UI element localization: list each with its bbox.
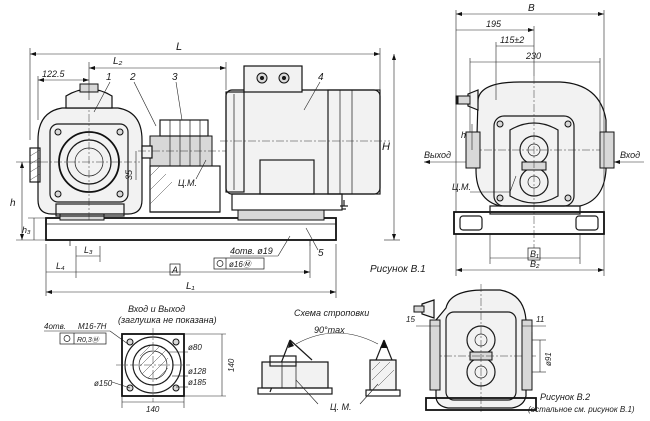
flange-holes-label: 4отв. — [44, 322, 66, 331]
callout-3: 3 — [172, 72, 178, 83]
figure-b1-caption: Рисунок В.1 — [370, 264, 426, 275]
side-base — [453, 211, 605, 235]
b2-dim-15: 15 — [406, 315, 415, 324]
callout-1: 1 — [106, 72, 112, 83]
side-inlet-label: Вход — [620, 150, 640, 160]
sling-angle: 90°max — [314, 325, 345, 335]
b2-caption-1: Рисунок В.2 — [540, 392, 590, 402]
dim-L-label: L — [176, 41, 182, 53]
flange-d185: ø185 — [188, 378, 207, 387]
b2-caption-2: (остальное см. рисунок В.1) — [528, 405, 635, 414]
flange-title-1: Вход и Выход — [128, 304, 185, 314]
side-outlet-label: Выход — [424, 150, 451, 160]
dim-h3-label: h₃ — [22, 225, 31, 235]
dim-L2-label: L₂ — [113, 56, 123, 67]
sling-title: Схема строповки — [294, 308, 369, 318]
b2-dim-11: 11 — [536, 315, 544, 324]
pump-housing — [37, 107, 143, 215]
flange-view: Вход и Выход (заглушка не показана) 4отв… — [44, 304, 236, 414]
side-view: B 195 115±2 230 h Выход Вход Ц.М. — [424, 3, 644, 276]
sling-scheme: Схема строповки 90°max Ц. М. — [257, 308, 401, 412]
flange-d150: ø150 — [94, 379, 113, 388]
terminal-box — [243, 65, 303, 93]
b2-housing — [435, 289, 527, 409]
callout-2: 2 — [129, 72, 136, 83]
dim-122-label: 122.5 — [42, 69, 66, 79]
side-dim-B: B — [528, 3, 535, 14]
motor-body — [225, 89, 381, 195]
side-dim-115: 115±2 — [500, 35, 524, 45]
flange-dim-140-v: 140 — [227, 358, 236, 372]
side-dim-230: 230 — [525, 51, 541, 61]
side-dim-h: h — [461, 130, 466, 140]
side-dim-195: 195 — [486, 19, 502, 29]
side-dim-B1: B₁ — [530, 249, 539, 259]
fig-b2-view: 15 11 ø91 Рисунок В.2 (остальное см. рис… — [406, 284, 635, 414]
base-frame — [45, 217, 337, 241]
flange-dim-140-h: 140 — [146, 405, 160, 414]
dim-L3-label: L₃ — [84, 245, 93, 255]
dim-h-label: h — [10, 198, 16, 209]
front-holes-tol: ø16Ⓜ — [229, 260, 253, 269]
dim-L1-label: L₁ — [186, 281, 195, 292]
flange-title-2: (заглушка не показана) — [118, 315, 217, 325]
dim-L4-label: L₄ — [56, 261, 65, 271]
flange-tol: R0,3Ⓜ — [77, 336, 100, 344]
flange-d128: ø128 — [188, 367, 207, 376]
front-view: L L₂ 122.5 1 2 3 4 5 35 Ц.М. — [10, 41, 400, 298]
front-cm-label: Ц.М. — [178, 178, 197, 188]
sling-unit-side — [369, 359, 397, 391]
dim-35-label: 35 — [124, 169, 134, 180]
flange-d80: ø80 — [188, 343, 202, 352]
dim-A-label: A — [171, 265, 178, 275]
callout-5: 5 — [318, 248, 324, 259]
callout-4: 4 — [318, 72, 324, 83]
sling-cm-label: Ц. М. — [330, 402, 352, 412]
b2-dim-d91: ø91 — [544, 352, 553, 366]
side-cm-label: Ц.М. — [452, 182, 471, 192]
side-housing — [475, 81, 607, 207]
dim-H-label: H — [382, 141, 390, 153]
front-holes-label: 4отв. ø19 — [230, 246, 273, 256]
side-dim-B2: B₂ — [530, 259, 540, 269]
flange-thread: M16-7H — [78, 322, 107, 331]
